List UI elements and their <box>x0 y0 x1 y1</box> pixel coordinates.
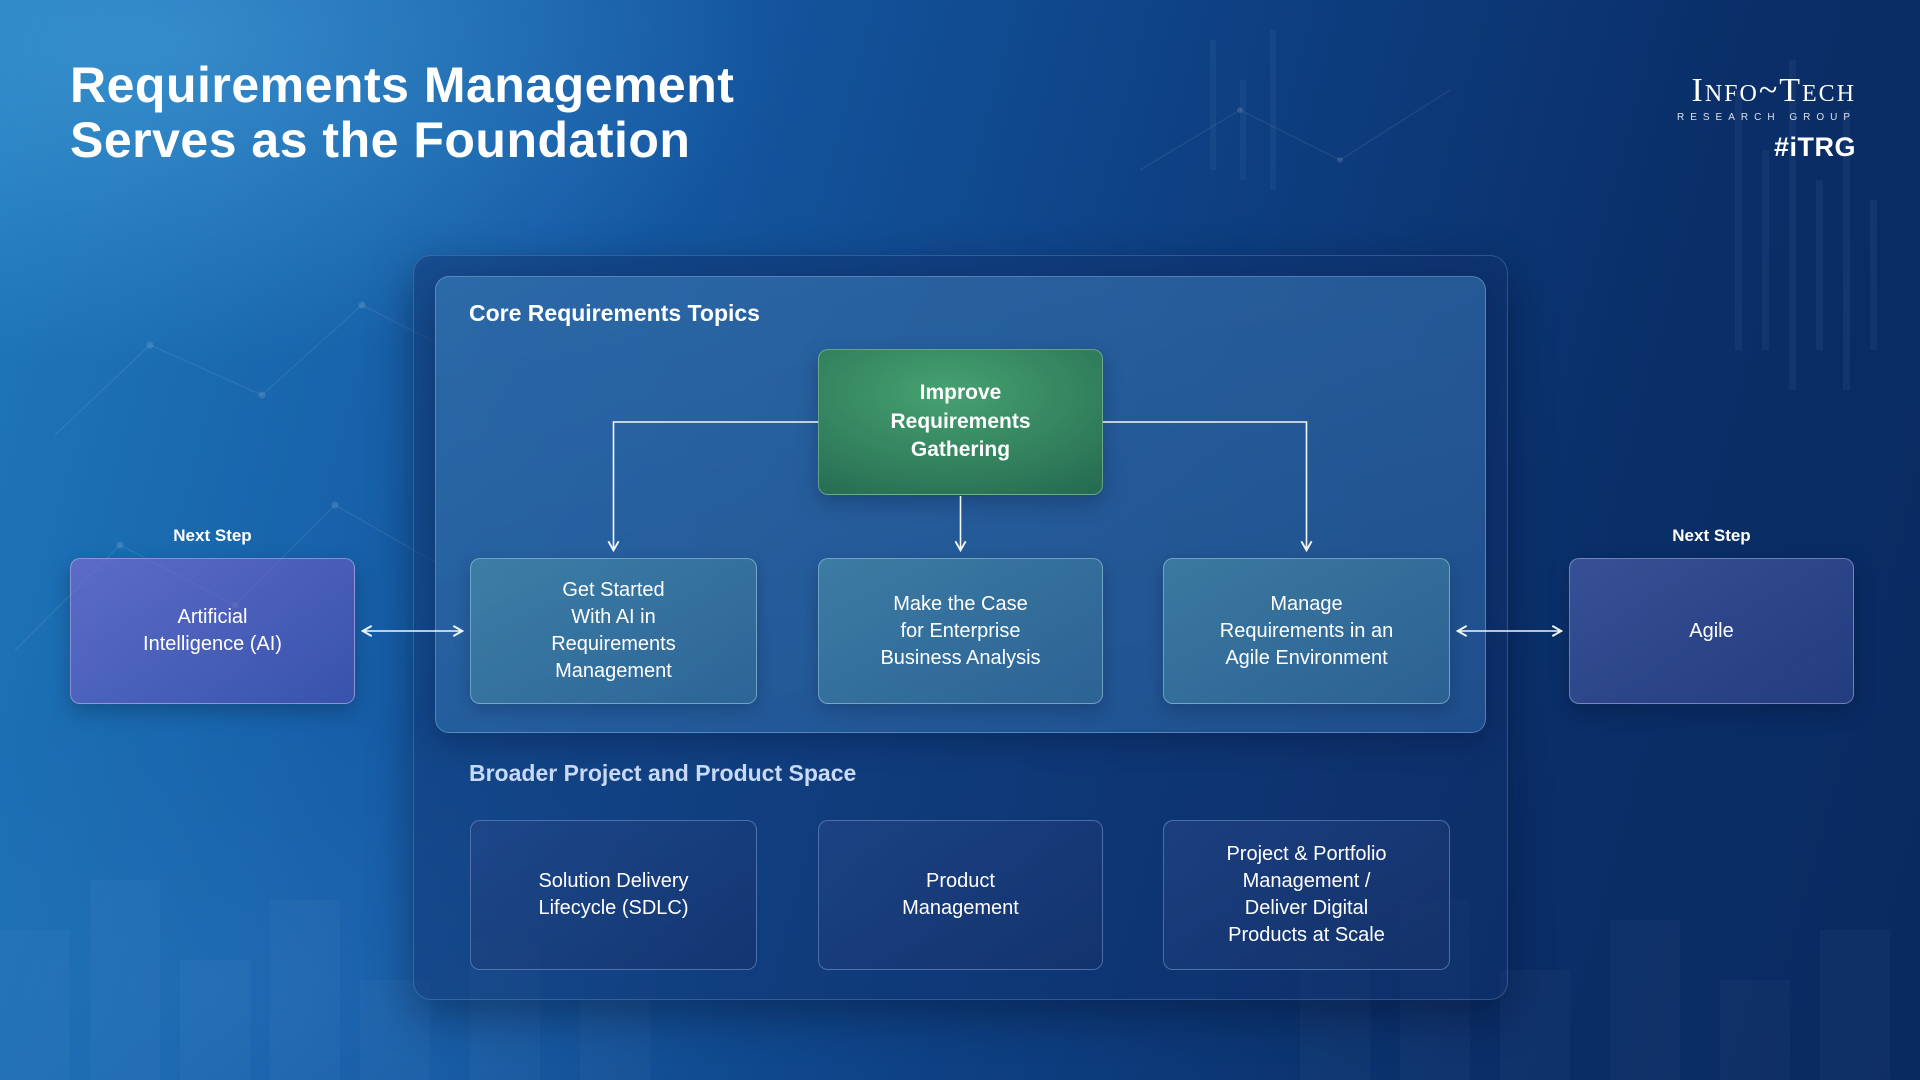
itrg-logo: #iTRG <box>1773 132 1856 162</box>
infotech-logo: Info~Tech RESEARCH GROUP #iTRG <box>1677 74 1856 163</box>
infotech-subtitle: RESEARCH GROUP <box>1676 112 1856 123</box>
next-step-label-right: Next Step <box>1672 526 1751 545</box>
node-improve-requirements-gathering: Improve Requirements Gathering <box>818 349 1103 495</box>
broader-section-heading: Broader Project and Product Space <box>469 760 857 786</box>
node-artificial-intelligence: Artificial Intelligence (AI) <box>70 558 355 704</box>
node-agile: Agile <box>1569 558 1854 704</box>
node-sdlc: Solution Delivery Lifecycle (SDLC) <box>470 820 757 970</box>
node-enterprise-business-analysis: Make the Case for Enterprise Business An… <box>818 558 1103 704</box>
node-product-management: Product Management <box>818 820 1103 970</box>
node-project-portfolio-management: Project & Portfolio Management / Deliver… <box>1163 820 1450 970</box>
node-ai-in-requirements-management: Get Started With AI in Requirements Mana… <box>470 558 757 704</box>
node-agile-environment-requirements: Manage Requirements in an Agile Environm… <box>1163 558 1450 704</box>
next-step-label-left: Next Step <box>173 526 252 545</box>
page-title: Requirements Management Serves as the Fo… <box>70 57 735 168</box>
core-section-heading: Core Requirements Topics <box>469 300 760 326</box>
infotech-wordmark: Info~Tech <box>1691 72 1856 109</box>
